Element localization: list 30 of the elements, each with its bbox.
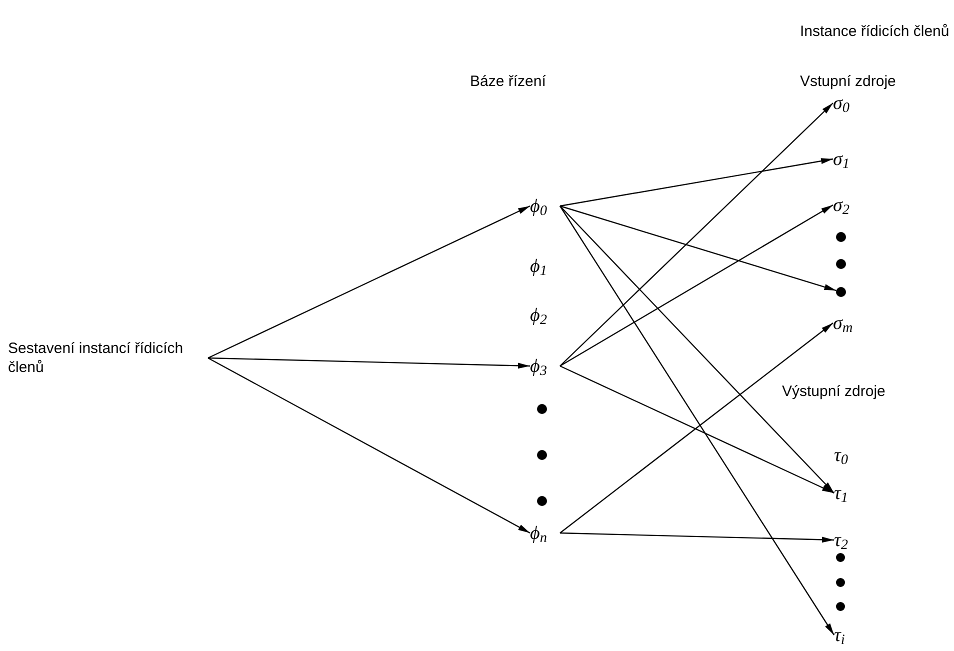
arrow xyxy=(560,322,834,534)
symbol-label: ϕ$_{n}$ xyxy=(530,524,548,542)
node-label: Sestavení instancí řídicích členů xyxy=(8,339,184,377)
arrow xyxy=(560,102,834,366)
heading-label: Výstupní zdroje xyxy=(782,382,886,402)
arrow xyxy=(560,532,834,543)
symbol-label: ϕ$_{2}$ xyxy=(530,306,548,324)
arrow xyxy=(560,206,834,494)
symbol-label: ϕ$_{3}$ xyxy=(530,356,548,376)
symbol-label: σ$_{m}$ xyxy=(833,314,854,332)
arrow xyxy=(560,204,834,367)
arrow xyxy=(560,158,834,207)
arrow xyxy=(560,205,836,292)
arrow xyxy=(208,357,530,534)
symbol-label: τ$_{2}$ xyxy=(834,530,849,550)
symbol-label: ϕ$_{0}$ xyxy=(530,196,548,216)
symbol-label: σ$_{0}$ xyxy=(833,94,850,112)
heading-label: Instance řídicích členů xyxy=(800,22,950,42)
symbol-label: σ$_{1}$ xyxy=(833,150,850,168)
symbol-label: τ$_{i}$ xyxy=(834,626,846,644)
heading-label: Vstupní zdroje xyxy=(800,72,896,92)
arrow xyxy=(560,206,834,636)
symbol-label: ϕ$_{1}$ xyxy=(530,256,548,276)
heading-label: Báze řízení xyxy=(470,72,546,92)
arrow xyxy=(208,357,530,369)
symbol-label: σ$_{2}$ xyxy=(833,196,850,214)
symbol-label: τ$_{0}$ xyxy=(834,446,849,464)
arrow xyxy=(560,365,834,494)
arrow xyxy=(208,205,530,359)
symbol-label: τ$_{1}$ xyxy=(834,484,849,502)
